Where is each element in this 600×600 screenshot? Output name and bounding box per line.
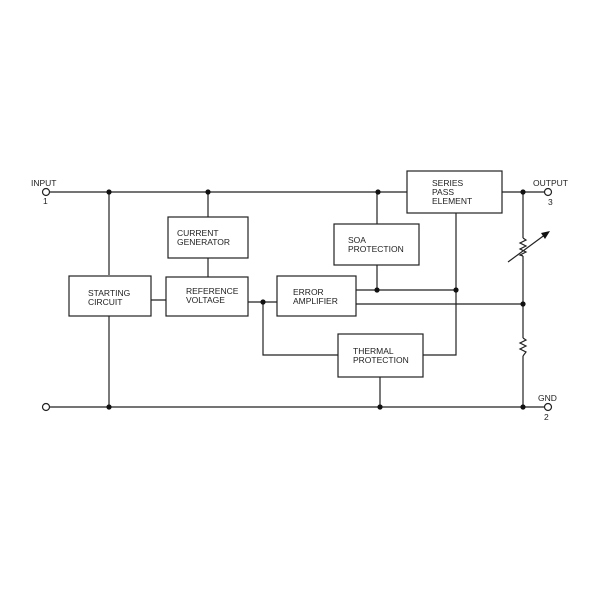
block-label: ELEMENT bbox=[432, 196, 472, 206]
block-label: SOA bbox=[348, 235, 366, 245]
output-pin: 3 bbox=[548, 197, 553, 207]
gnd-label: GND bbox=[538, 393, 557, 403]
block-label: PASS bbox=[432, 187, 454, 197]
current-generator-block: CURRENT GENERATOR bbox=[167, 216, 249, 259]
block-label: GENERATOR bbox=[177, 237, 230, 247]
terminal-circle-icon bbox=[41, 402, 51, 412]
wires bbox=[50, 191, 544, 408]
variable-resistor-icon bbox=[507, 231, 550, 263]
block-label: ERROR bbox=[293, 287, 324, 297]
error-amplifier-block: ERROR AMPLIFIER bbox=[276, 275, 357, 317]
block-label: THERMAL bbox=[353, 346, 394, 356]
terminal-circle-icon bbox=[41, 187, 51, 197]
soa-protection-block: SOA PROTECTION bbox=[333, 223, 420, 266]
input-pin: 1 bbox=[43, 196, 48, 206]
thermal-protection-block: THERMAL PROTECTION bbox=[337, 333, 424, 378]
terminal-circle-icon bbox=[543, 187, 553, 197]
reference-voltage-block: REFERENCE VOLTAGE bbox=[165, 276, 249, 317]
block-label: REFERENCE bbox=[186, 286, 239, 296]
block-label: VOLTAGE bbox=[186, 295, 225, 305]
gnd-terminal: GND 2 bbox=[538, 393, 557, 422]
terminal-circle-icon bbox=[543, 402, 553, 412]
resistor-icon bbox=[518, 337, 528, 357]
block-label: PROTECTION bbox=[348, 244, 404, 254]
block-label: CURRENT bbox=[177, 228, 219, 238]
block-label: STARTING bbox=[88, 288, 130, 298]
block-label: AMPLIFIER bbox=[293, 296, 338, 306]
block-label: PROTECTION bbox=[353, 355, 409, 365]
junction-dots bbox=[106, 189, 526, 410]
block-label: SERIES bbox=[432, 178, 464, 188]
input-terminal: INPUT 1 bbox=[31, 178, 57, 206]
series-pass-element-block: SERIES PASS ELEMENT bbox=[406, 170, 503, 214]
output-terminal: OUTPUT 3 bbox=[533, 178, 568, 207]
ground-left-terminal bbox=[41, 402, 51, 412]
block-label: CIRCUIT bbox=[88, 297, 122, 307]
input-label: INPUT bbox=[31, 178, 57, 188]
starting-circuit-block: STARTING CIRCUIT bbox=[68, 275, 152, 317]
gnd-pin: 2 bbox=[544, 412, 549, 422]
output-label: OUTPUT bbox=[533, 178, 568, 188]
